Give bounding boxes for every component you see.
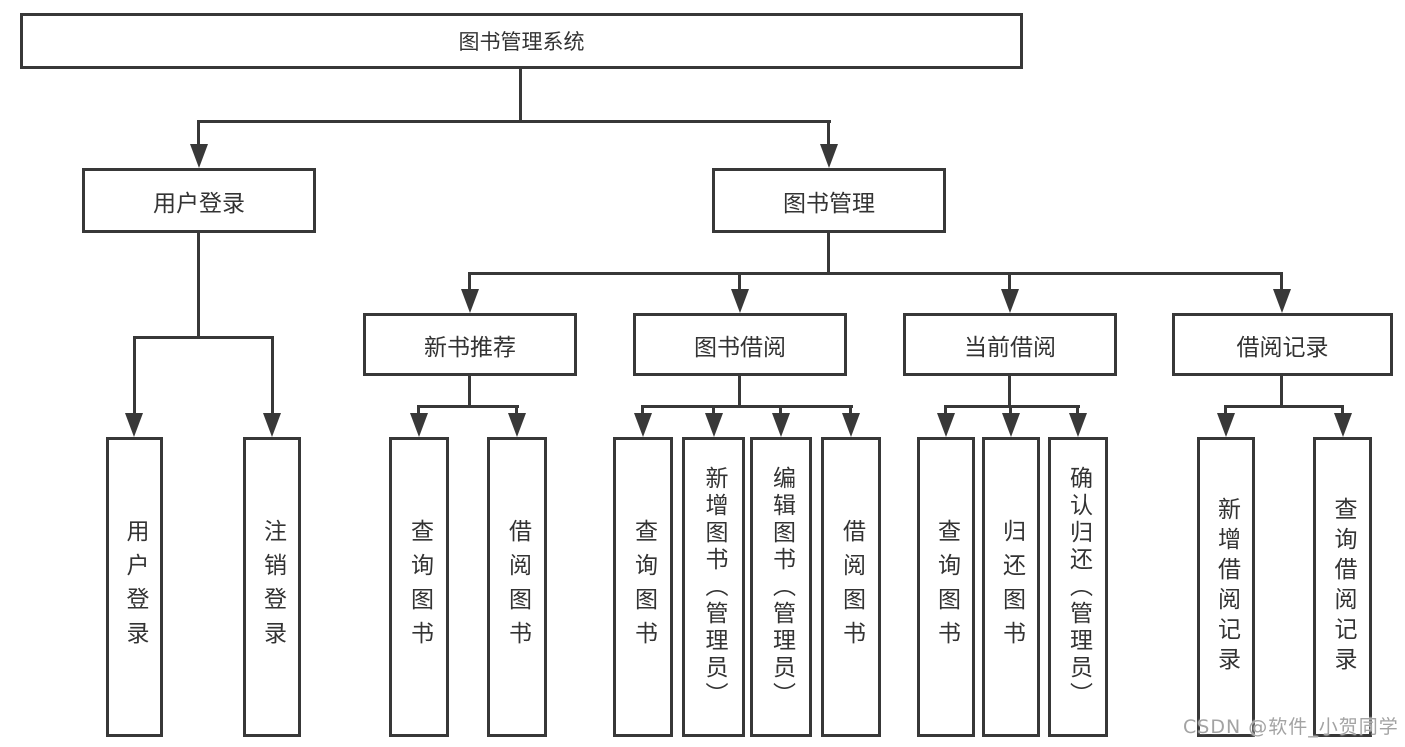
arrowhead-down: [1334, 413, 1352, 437]
node-current-borrow: 当前借阅: [903, 313, 1117, 376]
leaf-label: 借阅图书: [504, 519, 531, 655]
leaf-label: 查询借阅记录: [1330, 497, 1356, 677]
leaf-label: 借阅图书: [838, 519, 865, 655]
connector-vline: [1076, 405, 1079, 417]
connector-vline: [1224, 405, 1227, 417]
connector-hline: [1224, 405, 1343, 408]
arrowhead-down: [731, 289, 749, 313]
leaf-label: 确认归还（管理员）: [1065, 465, 1092, 709]
leaf-query-books-borrow: 查询图书: [613, 437, 673, 737]
connector-vline: [133, 336, 136, 416]
leaf-return-book: 归还图书: [982, 437, 1040, 737]
connector-vline: [641, 405, 644, 417]
arrowhead-down: [772, 413, 790, 437]
leaf-borrow-books-rec: 借阅图书: [487, 437, 547, 737]
arrowhead-down: [1001, 289, 1019, 313]
leaf-label: 查询图书: [630, 519, 657, 655]
connector-hline: [133, 336, 274, 339]
leaf-add-book-admin: 新增图书（管理员）: [682, 437, 745, 737]
connector-vline: [515, 405, 518, 417]
leaf-query-borrow-record: 查询借阅记录: [1313, 437, 1372, 737]
connector-hline: [944, 405, 1080, 408]
connector-hline: [197, 120, 831, 123]
connector-hline: [468, 272, 1283, 275]
arrowhead-down: [461, 289, 479, 313]
arrowhead-down: [705, 413, 723, 437]
node-book-mgmt: 图书管理: [712, 168, 946, 233]
leaf-logout: 注销登录: [243, 437, 301, 737]
leaf-label: 注销登录: [259, 519, 286, 655]
node-user-login-label: 用户登录: [153, 190, 245, 217]
connector-vline: [944, 405, 947, 417]
arrowhead-down: [508, 413, 526, 437]
arrowhead-down: [1273, 289, 1291, 313]
connector-vline: [779, 405, 782, 417]
node-new-book-rec: 新书推荐: [363, 313, 577, 376]
arrowhead-down: [1217, 413, 1235, 437]
connector-vline: [417, 405, 420, 417]
arrowhead-down: [263, 413, 281, 437]
connector-vline: [1008, 272, 1011, 294]
leaf-query-books-rec: 查询图书: [389, 437, 449, 737]
connector-vline: [197, 120, 200, 150]
connector-vline: [738, 272, 741, 294]
connector-hline: [641, 405, 853, 408]
connector-vline: [1280, 272, 1283, 294]
arrowhead-down: [125, 413, 143, 437]
arrowhead-down: [937, 413, 955, 437]
leaf-label: 编辑图书（管理员）: [768, 465, 795, 709]
connector-vline: [197, 233, 200, 339]
connector-vline: [827, 120, 830, 150]
node-book-borrow: 图书借阅: [633, 313, 847, 376]
connector-vline: [849, 405, 852, 417]
leaf-add-borrow-record: 新增借阅记录: [1197, 437, 1255, 737]
arrowhead-down: [820, 144, 838, 168]
node-book-mgmt-label: 图书管理: [783, 190, 875, 217]
leaf-edit-book-admin: 编辑图书（管理员）: [750, 437, 812, 737]
connector-vline: [738, 375, 741, 408]
csdn-watermark: CSDN @软件_小贺同学: [1183, 716, 1399, 738]
node-user-login: 用户登录: [82, 168, 316, 233]
node-book-borrow-label: 图书借阅: [694, 334, 786, 361]
connector-vline: [271, 336, 274, 416]
arrowhead-down: [842, 413, 860, 437]
arrowhead-down: [1069, 413, 1087, 437]
leaf-label: 查询图书: [933, 519, 960, 655]
leaf-confirm-return-admin: 确认归还（管理员）: [1048, 437, 1108, 737]
leaf-label: 新增借阅记录: [1213, 497, 1240, 677]
leaf-user-login: 用户登录: [106, 437, 163, 737]
node-current-borrow-label: 当前借阅: [964, 334, 1056, 361]
arrowhead-down: [410, 413, 428, 437]
arrowhead-down: [190, 144, 208, 168]
connector-hline: [417, 405, 519, 408]
connector-vline: [712, 405, 715, 417]
leaf-label: 查询图书: [406, 519, 433, 655]
connector-vline: [1008, 375, 1011, 408]
node-new-book-rec-label: 新书推荐: [424, 334, 516, 361]
node-root-label: 图书管理系统: [458, 30, 585, 54]
leaf-label: 归还图书: [998, 519, 1025, 655]
connector-vline: [1341, 405, 1344, 417]
leaf-query-books-current: 查询图书: [917, 437, 975, 737]
node-borrow-records-label: 借阅记录: [1236, 334, 1329, 361]
leaf-label: 用户登录: [122, 519, 148, 655]
connector-vline: [1280, 375, 1283, 408]
connector-vline: [1009, 405, 1012, 417]
leaf-label: 新增图书（管理员）: [701, 465, 727, 709]
node-borrow-records: 借阅记录: [1172, 313, 1393, 376]
connector-vline: [519, 69, 522, 123]
connector-vline: [827, 233, 830, 275]
connector-vline: [468, 272, 471, 294]
arrowhead-down: [634, 413, 652, 437]
node-root: 图书管理系统: [20, 13, 1023, 69]
arrowhead-down: [1002, 413, 1020, 437]
connector-vline: [468, 375, 471, 408]
leaf-borrow-books: 借阅图书: [821, 437, 881, 737]
